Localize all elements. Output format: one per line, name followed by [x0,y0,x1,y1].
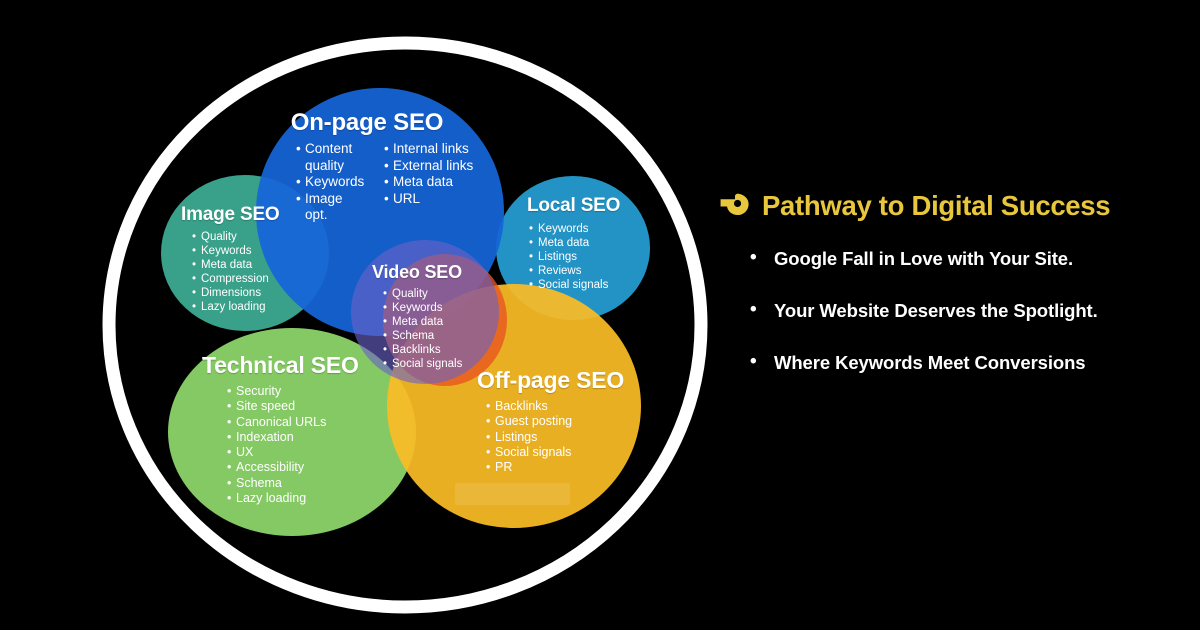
pointing-hand-right-icon [720,193,749,216]
panel-bullet-item: Your Website Deserves the Spotlight. [736,299,1186,322]
watermark-overlay [455,483,570,505]
panel-heading-text: Pathway to Digital Success [762,190,1111,221]
circle-video-seo [351,240,499,384]
venn-circles-svg [102,36,708,614]
panel-bullet-item: Google Fall in Love with Your Site. [736,247,1186,270]
outer-ring [102,36,708,614]
text-panel: Pathway to Digital Success Google Fall i… [718,0,1188,630]
circle-technical-seo [168,328,416,536]
panel-bullet-item: Where Keywords Meet Conversions [736,351,1186,374]
circle-local-seo [496,176,650,320]
panel-bullet-list: Google Fall in Love with Your Site. Your… [736,247,1186,404]
seo-venn-diagram: On-page SEO Content quality Keywords Ima… [0,0,710,630]
panel-heading: Pathway to Digital Success [718,190,1111,222]
